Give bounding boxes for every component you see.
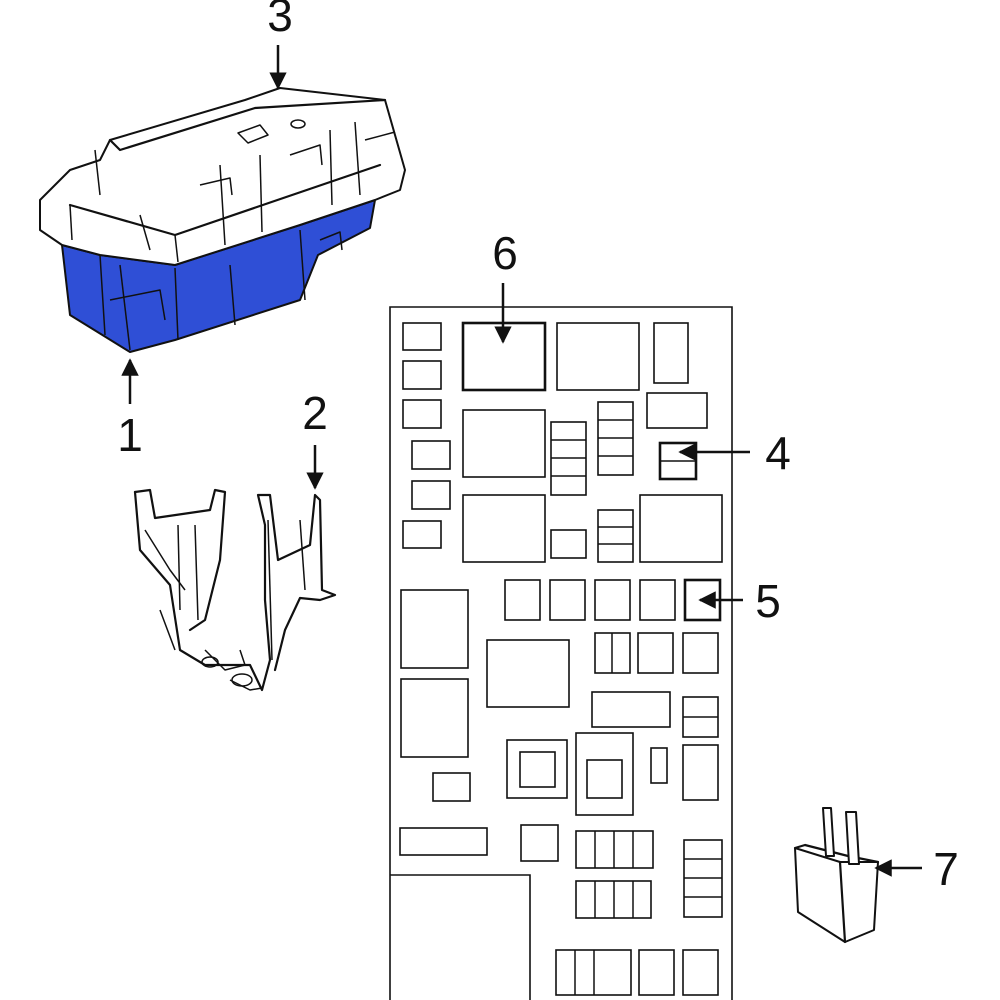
mounting-bracket bbox=[133, 488, 337, 692]
fuse-box-cover bbox=[39, 87, 406, 266]
callout-1: 1 bbox=[117, 409, 143, 461]
callout-5: 5 bbox=[755, 575, 781, 627]
fuse-panel-layout bbox=[389, 306, 733, 1000]
fuse-box-item-6 bbox=[461, 321, 547, 392]
callout-2: 2 bbox=[302, 387, 328, 439]
fuse-box-assembly bbox=[39, 87, 406, 353]
callout-arrows bbox=[121, 45, 922, 877]
callout-6: 6 bbox=[492, 227, 518, 279]
callout-3: 3 bbox=[267, 0, 293, 41]
callout-4: 4 bbox=[765, 427, 791, 479]
callout-7: 7 bbox=[933, 843, 959, 895]
relay-part bbox=[793, 807, 880, 944]
